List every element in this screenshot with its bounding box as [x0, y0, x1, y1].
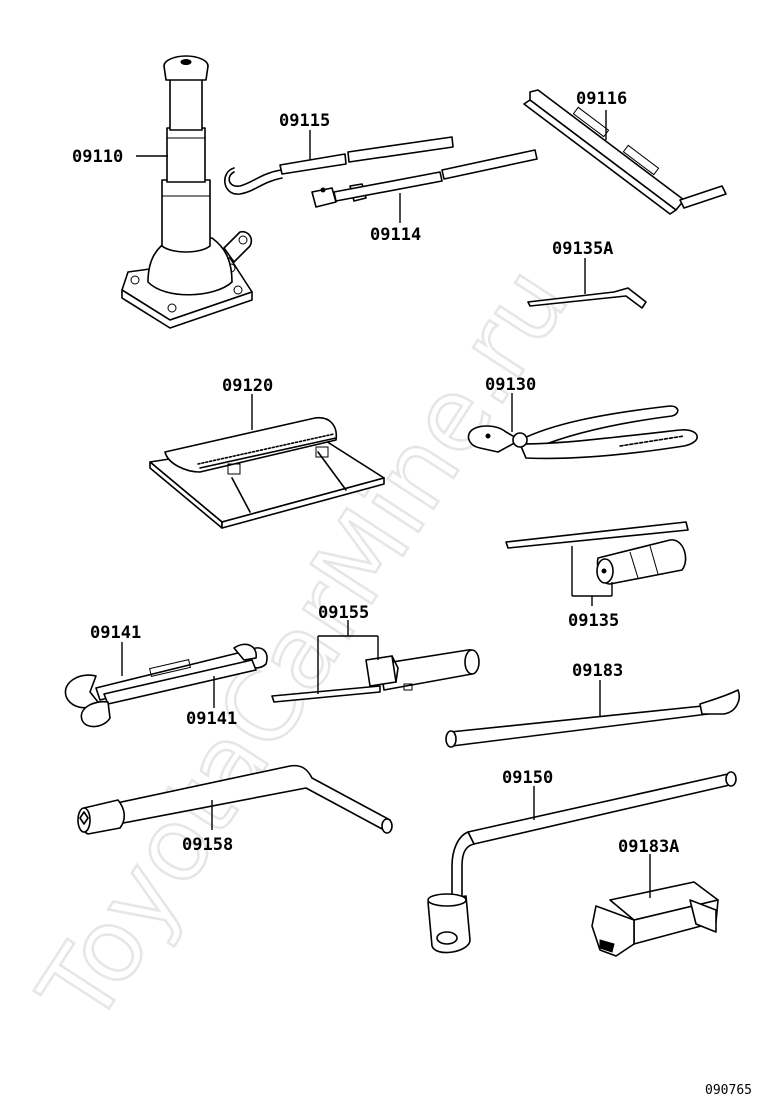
- label-pliers: 09130: [485, 375, 536, 395]
- wrench-illustration: [64, 643, 268, 728]
- label-wheel-nut-wrench-set: 09155: [318, 603, 369, 623]
- screwdriver-blade-illustration: [527, 287, 647, 309]
- tool-bag-illustration: [149, 416, 385, 529]
- label-jack-handle: 09114: [370, 225, 421, 245]
- diagram-code: 090765: [705, 1083, 752, 1098]
- lug-wrench-illustration: [427, 771, 737, 954]
- towing-eye-bracket-illustration: [591, 881, 719, 957]
- jack-handle-hook-illustration: [224, 136, 454, 195]
- wheel-nut-wrench-set-illustration: [271, 649, 480, 703]
- label-tool-bag: 09120: [222, 376, 273, 396]
- jack-illustration: [121, 55, 253, 329]
- label-screwdriver: 09135: [568, 611, 619, 631]
- label-jack-handle-hook: 09115: [279, 111, 330, 131]
- label-towing-eye: 09183: [572, 661, 623, 681]
- jack-handle-illustration: [311, 149, 538, 208]
- label-wheel-nut-wrench-bent: 09158: [182, 835, 233, 855]
- wheel-nut-wrench-bent-illustration: [77, 764, 393, 835]
- label-towing-eye-bracket: 09183A: [618, 837, 679, 857]
- label-jack-handle-extension: 09116: [576, 89, 627, 109]
- pliers-illustration: [467, 405, 698, 460]
- label-wrench-lower: 09141: [186, 709, 237, 729]
- label-jack: 09110: [72, 147, 123, 167]
- label-screwdriver-blade: 09135A: [552, 239, 613, 259]
- label-lug-wrench: 09150: [502, 768, 553, 788]
- towing-eye-illustration: [445, 689, 740, 748]
- screwdriver-illustration: [505, 521, 689, 585]
- watermark: ToyotaCarMine.ru: [16, 247, 590, 1044]
- label-wrench-upper: 09141: [90, 623, 141, 643]
- jack-handle-extension-illustration: [523, 89, 727, 215]
